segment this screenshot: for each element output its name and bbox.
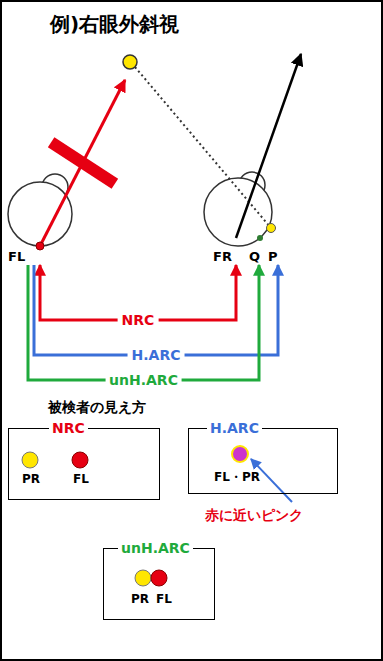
pink-image (232, 446, 248, 462)
fovea-dot (36, 242, 44, 250)
point-label: Q (249, 248, 265, 265)
point-label: FR (213, 248, 240, 265)
point-label: FL (8, 248, 44, 265)
red-filter (48, 137, 118, 188)
red-image (151, 570, 167, 586)
left-visual-axis (40, 80, 125, 246)
section-heading: 被検者の見え方 (48, 398, 146, 416)
point-name: Q (249, 248, 260, 265)
box-heading: unH.ARC (118, 539, 193, 557)
point-name: FL (8, 248, 25, 265)
p-dot (267, 224, 276, 233)
dotted-line (135, 67, 271, 228)
correspondence-connector (28, 265, 259, 380)
view-box: unH.ARCPRFL (103, 548, 215, 620)
yellow-image (22, 452, 38, 468)
correspondence-connector (34, 265, 278, 355)
callout-note: 赤に近いピンク (205, 506, 303, 524)
connector-label: NRC (118, 312, 159, 328)
image-label: FL・PR (214, 469, 260, 485)
diagram-title: 例)右眼外斜視 (50, 12, 179, 36)
image-label: FL (156, 591, 172, 607)
yellow-image (135, 570, 151, 586)
q-dot (257, 235, 263, 241)
right-visual-axis (236, 54, 301, 238)
left-eye (8, 182, 72, 246)
red-image (72, 452, 88, 468)
view-box: NRCPRFL (8, 428, 160, 500)
point-name: FR (213, 248, 232, 265)
image-label: PR (131, 591, 149, 607)
connector-label: H.ARC (128, 347, 185, 363)
point-name: P (268, 248, 278, 265)
box-heading: NRC (49, 419, 88, 437)
view-box: H.ARCFL・PR (188, 428, 338, 494)
image-label: PR (22, 471, 40, 487)
fixation-target (123, 55, 137, 69)
image-label: FL (73, 471, 89, 487)
point-label: P (268, 248, 284, 265)
connector-label: unH.ARC (105, 372, 182, 388)
box-heading: H.ARC (207, 419, 262, 437)
